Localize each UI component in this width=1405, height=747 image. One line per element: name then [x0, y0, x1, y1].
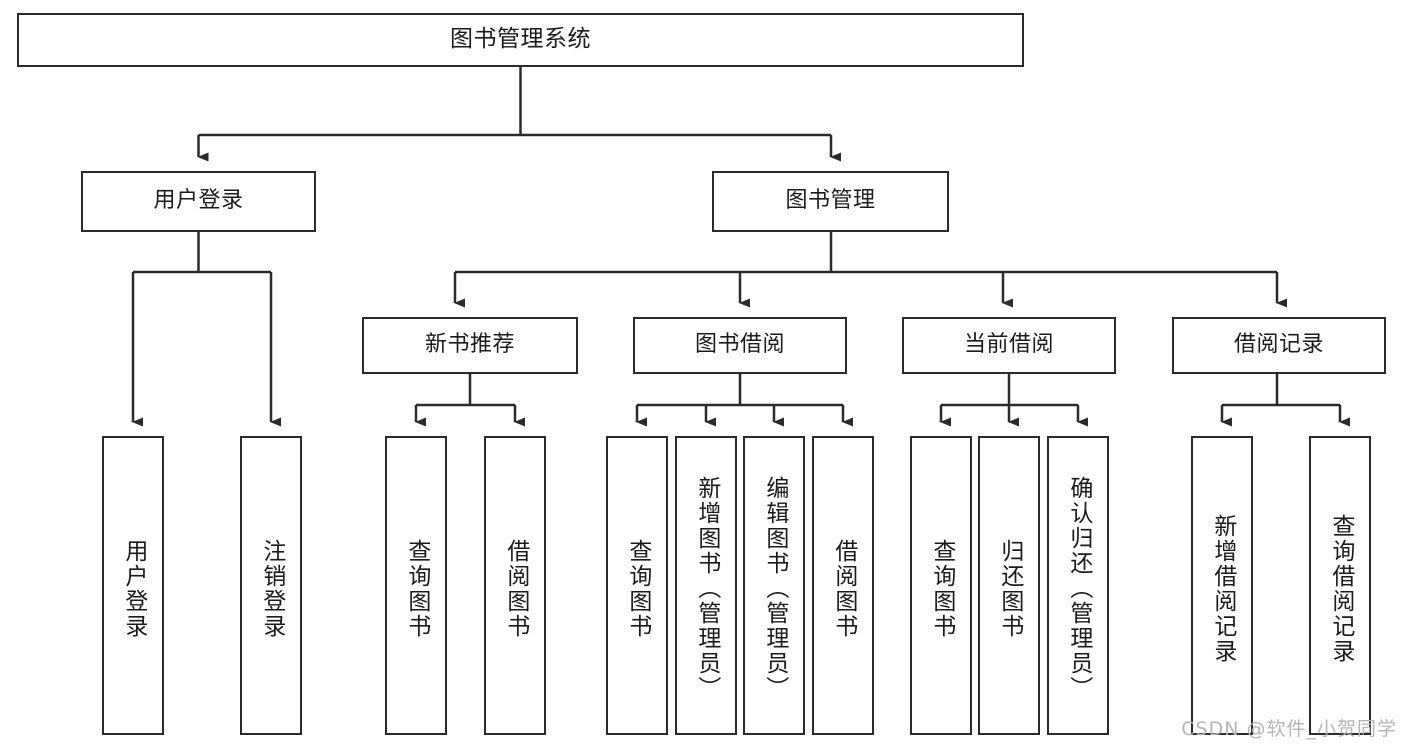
- node-leaf-query-record-label: 查询借阅记录: [1327, 513, 1354, 664]
- node-leaf-query-book-3-label: 查询图书: [928, 538, 955, 639]
- node-borrow-record-label: 借阅记录: [1233, 332, 1324, 358]
- node-leaf-return-book-label: 归还图书: [996, 538, 1023, 639]
- node-borrow-record[interactable]: 借阅记录: [1172, 317, 1386, 374]
- node-user-login[interactable]: 用户登录: [81, 171, 316, 232]
- node-leaf-return-book[interactable]: 归还图书: [978, 436, 1040, 735]
- node-leaf-borrow-book-1-label: 借阅图书: [502, 538, 529, 639]
- node-leaf-borrow-book-2[interactable]: 借阅图书: [812, 436, 874, 735]
- node-leaf-query-book-2[interactable]: 查询图书: [606, 436, 668, 735]
- node-leaf-add-record-label: 新增借阅记录: [1209, 513, 1236, 664]
- node-leaf-edit-book[interactable]: 编辑图书（管理员）: [743, 436, 805, 735]
- node-current-borrow[interactable]: 当前借阅: [902, 317, 1116, 374]
- node-book-borrow-label: 图书借阅: [694, 332, 785, 358]
- node-user-login-label: 用户登录: [153, 188, 244, 214]
- node-leaf-add-book[interactable]: 新增图书（管理员）: [675, 436, 737, 735]
- node-leaf-confirm-return-label: 确认归还（管理员）: [1065, 476, 1092, 701]
- node-leaf-add-record[interactable]: 新增借阅记录: [1191, 436, 1253, 735]
- node-leaf-query-book-3[interactable]: 查询图书: [910, 436, 972, 735]
- node-leaf-query-record[interactable]: 查询借阅记录: [1309, 436, 1371, 735]
- node-book-management[interactable]: 图书管理: [712, 171, 949, 232]
- csdn-watermark: CSDN @软件_小贺同学: [1181, 718, 1397, 740]
- node-leaf-user-login-label: 用户登录: [120, 538, 147, 639]
- node-root-label: 图书管理系统: [450, 26, 591, 53]
- node-leaf-logout-login[interactable]: 注销登录: [240, 436, 302, 735]
- node-book-management-label: 图书管理: [785, 188, 876, 214]
- node-leaf-query-book-2-label: 查询图书: [624, 538, 651, 639]
- node-leaf-query-book-1-label: 查询图书: [403, 538, 430, 639]
- node-current-borrow-label: 当前借阅: [963, 332, 1054, 358]
- node-leaf-query-book-1[interactable]: 查询图书: [385, 436, 447, 735]
- node-leaf-borrow-book-2-label: 借阅图书: [830, 538, 857, 639]
- node-leaf-logout-login-label: 注销登录: [258, 538, 285, 639]
- node-new-book-recommend[interactable]: 新书推荐: [362, 317, 578, 374]
- node-leaf-user-login[interactable]: 用户登录: [102, 436, 164, 735]
- node-leaf-edit-book-label: 编辑图书（管理员）: [761, 476, 788, 701]
- node-leaf-confirm-return[interactable]: 确认归还（管理员）: [1047, 436, 1109, 735]
- node-book-borrow[interactable]: 图书借阅: [633, 317, 847, 374]
- node-leaf-borrow-book-1[interactable]: 借阅图书: [484, 436, 546, 735]
- node-new-book-recommend-label: 新书推荐: [424, 332, 515, 358]
- node-leaf-add-book-label: 新增图书（管理员）: [693, 476, 720, 701]
- node-root[interactable]: 图书管理系统: [17, 13, 1024, 67]
